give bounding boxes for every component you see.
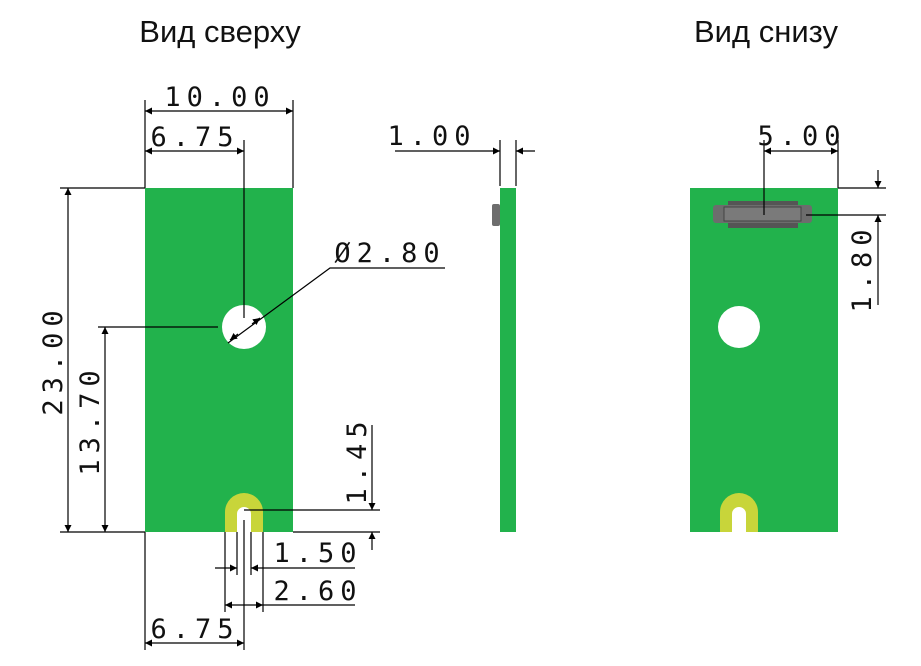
bottom-view-board: [690, 188, 838, 532]
dim-slot-outer: 2.60: [273, 576, 362, 607]
dimension-lines: [60, 100, 886, 650]
dim-slot-inner: 1.50: [273, 538, 362, 569]
side-view-board: [492, 188, 516, 532]
top-view-title: Вид сверху: [139, 14, 301, 49]
dim-slot-depth: 1.45: [342, 415, 373, 504]
dim-connector-edge: 1.80: [847, 223, 878, 312]
top-view-board: [145, 188, 293, 532]
board-connector: [713, 201, 812, 228]
slot: [237, 507, 251, 532]
dim-hole-height: 13.70: [75, 364, 106, 475]
dim-connector-offset: 5.00: [757, 121, 846, 152]
dim-slot-offset: 6.75: [150, 614, 239, 645]
dim-hole-offset-top: 6.75: [150, 122, 239, 153]
dim-hole-diameter: Ø2.80: [334, 238, 445, 269]
side-connector: [492, 204, 500, 226]
dim-height: 23.00: [38, 304, 69, 415]
dim-width: 10.00: [164, 82, 275, 113]
bottom-view-title: Вид снизу: [694, 14, 838, 49]
dim-thickness: 1.00: [387, 121, 476, 152]
